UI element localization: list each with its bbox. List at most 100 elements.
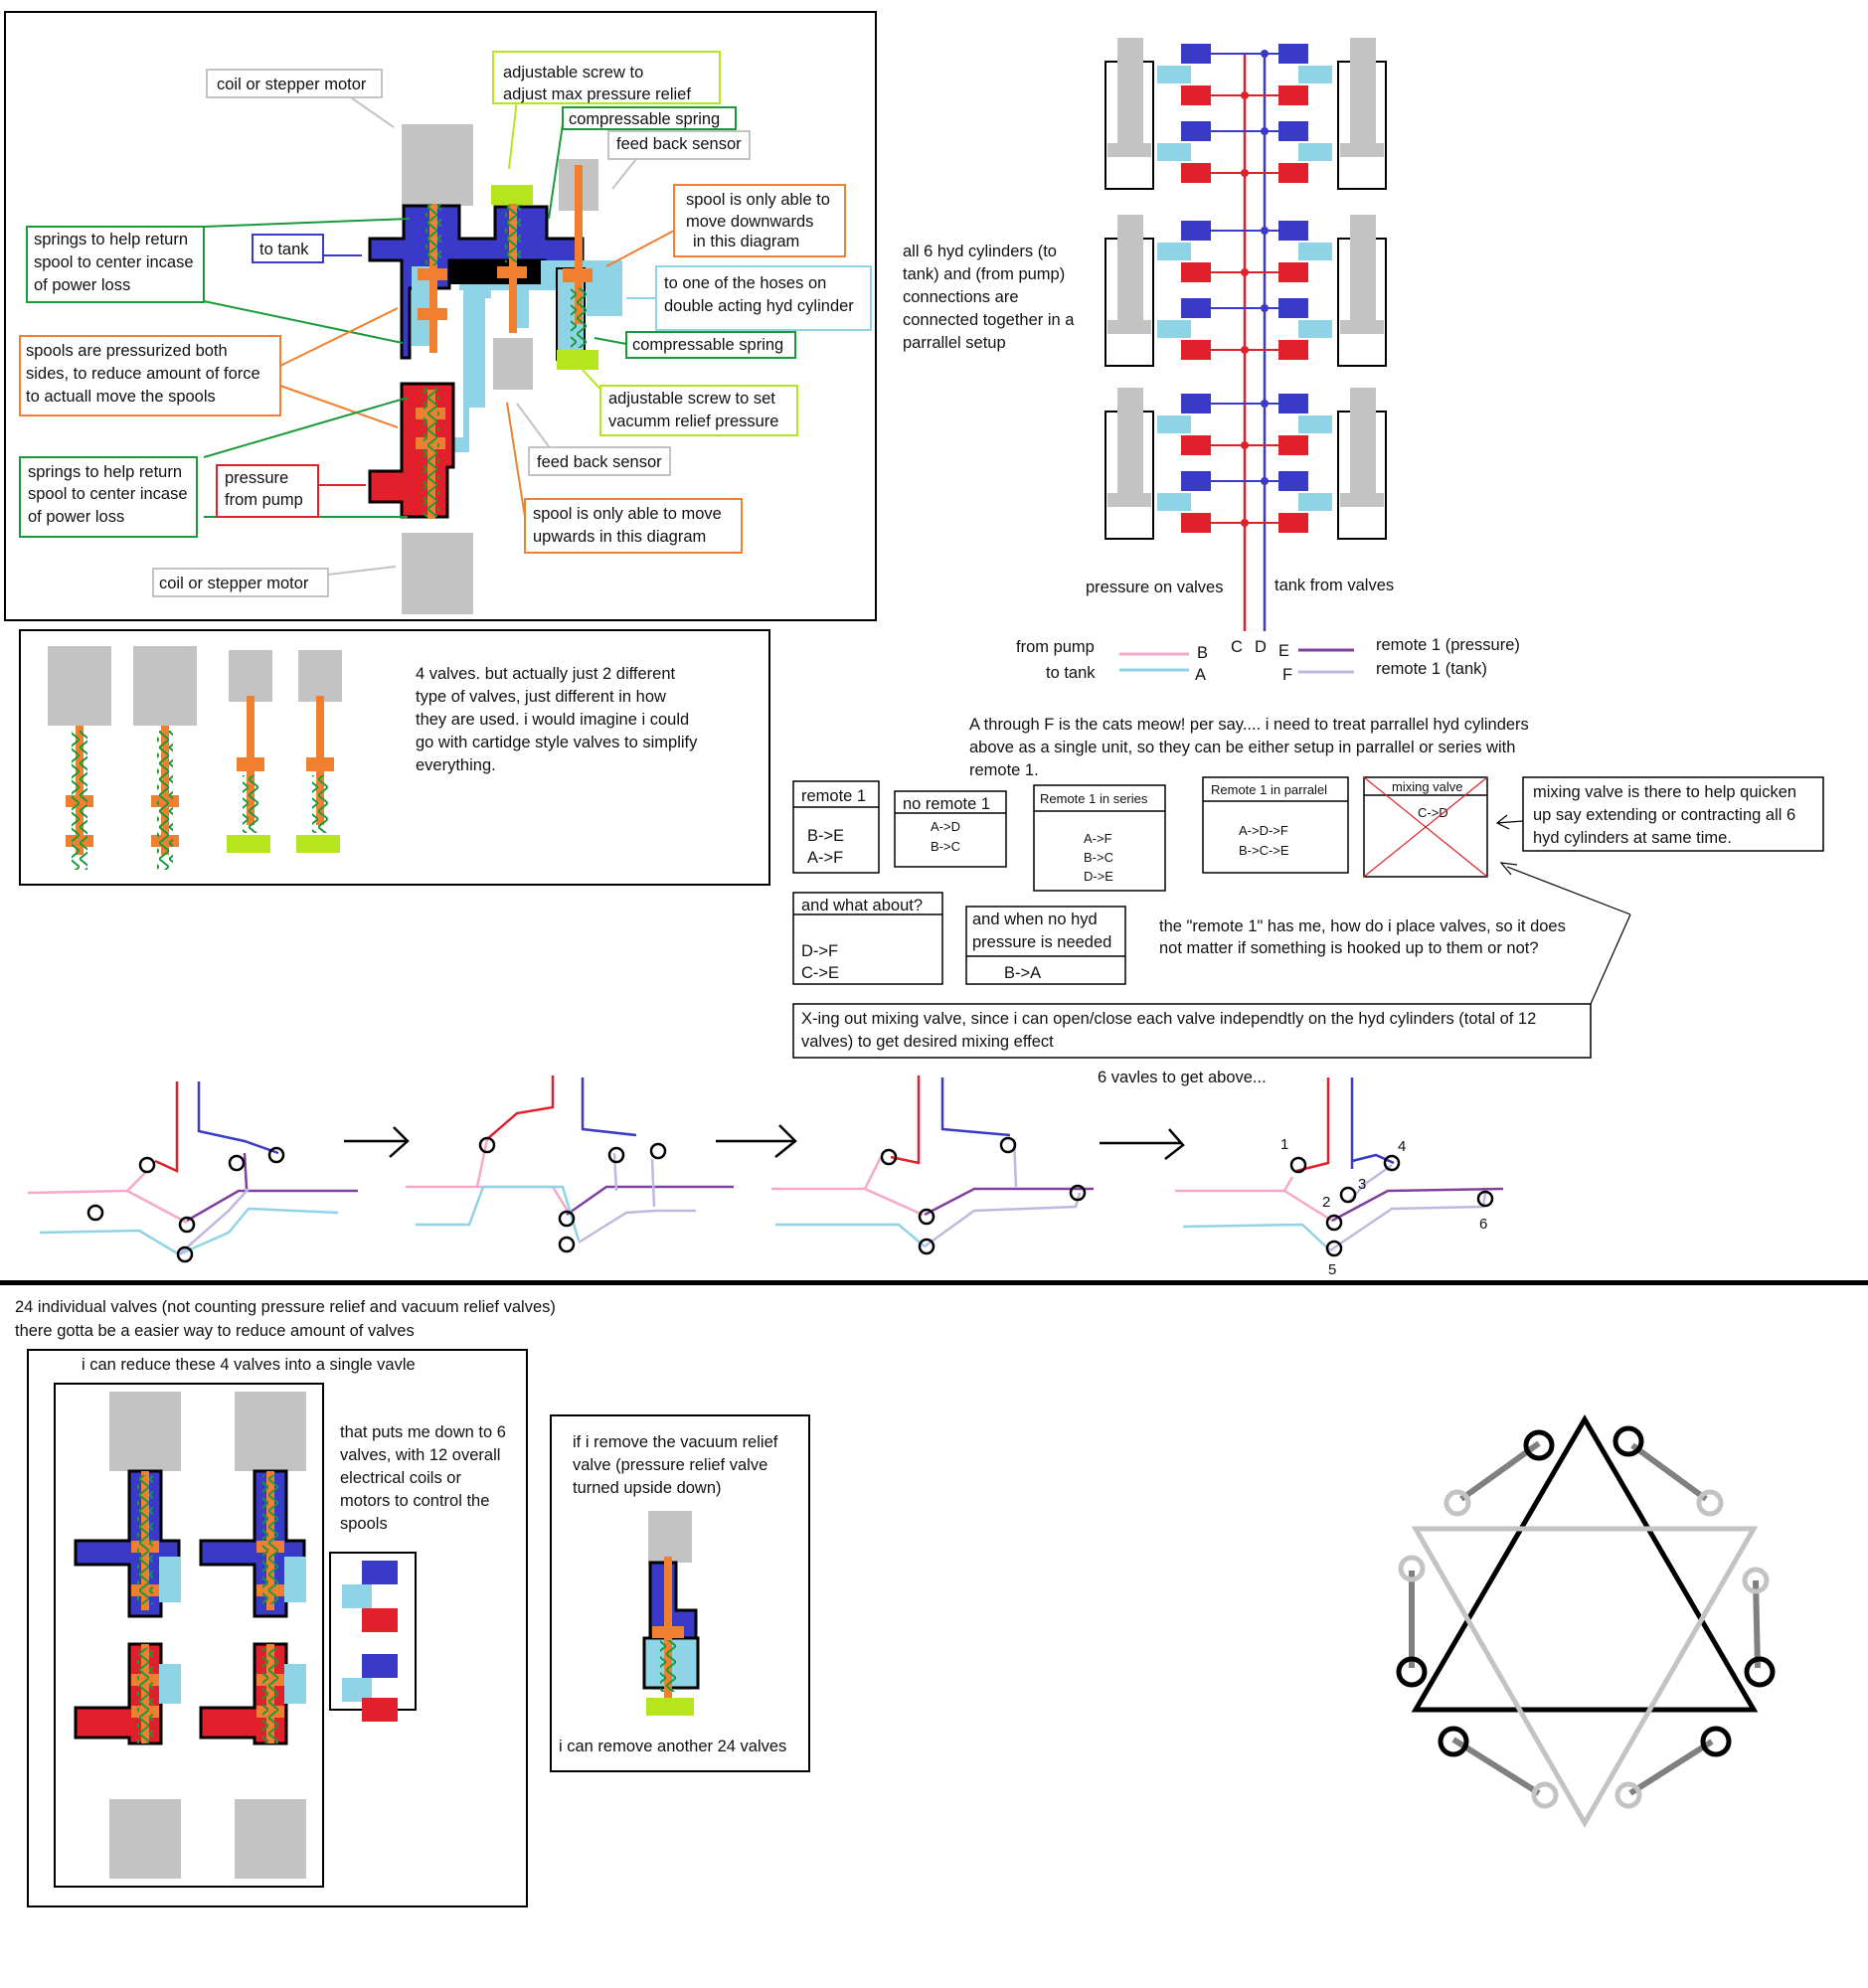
svg-text:pressure is needed: pressure is needed — [972, 933, 1111, 951]
box-remote-series: Remote 1 in series A->F B->C D->E — [1033, 784, 1166, 892]
svg-text:motors to control the: motors to control the — [340, 1492, 489, 1510]
svg-text:adjustable screw to set: adjustable screw to set — [608, 390, 775, 408]
svg-text:C->E: C->E — [801, 964, 839, 982]
svg-text:go with cartidge style valves: go with cartidge style valves to simplif… — [416, 734, 698, 751]
svg-text:valve (pressure relief valve: valve (pressure relief valve — [573, 1456, 767, 1474]
svg-text:from pump: from pump — [225, 491, 303, 509]
svg-text:that puts me down to 6: that puts me down to 6 — [340, 1423, 506, 1441]
note-24-valves: 24 individual valves (not counting press… — [15, 1298, 556, 1340]
svg-text:Remote 1 in parralel: Remote 1 in parralel — [1211, 782, 1327, 797]
svg-text:springs to help return: springs to help return — [28, 463, 182, 481]
hexagram-diagram — [1396, 1414, 1776, 1829]
svg-text:there gotta be a easier way to: there gotta be a easier way to reduce am… — [15, 1322, 415, 1340]
valve-pair — [1157, 121, 1332, 183]
svg-text:feed back sensor: feed back sensor — [537, 453, 662, 471]
valve-pair — [1157, 298, 1332, 360]
svg-text:up say extending or contractin: up say extending or contracting all 6 — [1533, 806, 1795, 824]
svg-text:remote 1.: remote 1. — [969, 761, 1039, 779]
box-no-pressure: and when no hyd pressure is needed B->A — [965, 906, 1126, 985]
svg-text:2: 2 — [1322, 1194, 1330, 1211]
callout-coil-top: coil or stepper motor — [206, 69, 383, 98]
svg-text:double acting hyd cylinder: double acting hyd cylinder — [664, 297, 854, 315]
svg-text:pressure: pressure — [225, 469, 288, 487]
callout-spools-pressurized: spools are pressurized both sides, to re… — [19, 335, 281, 416]
svg-text:from pump: from pump — [1016, 638, 1095, 656]
svg-text:A through F is the cats meow!: A through F is the cats meow! per say...… — [969, 716, 1529, 734]
cylinders-parallel-diagram: pressure on valves tank from valves — [1086, 38, 1394, 631]
callout-springs-return-bottom: springs to help return spool to center i… — [19, 456, 198, 538]
callout-compressable-spring-bottom: compressable spring — [625, 331, 796, 359]
arrow-3 — [1100, 1128, 1185, 1160]
svg-text:spools: spools — [340, 1515, 388, 1533]
svg-text:3: 3 — [1358, 1176, 1366, 1193]
svg-text:they are used. i would imagine: they are used. i would imagine i could — [416, 711, 689, 729]
svg-text:adjustable screw to: adjustable screw to — [503, 64, 643, 82]
svg-text:B->E: B->E — [807, 827, 844, 845]
arrow-2 — [716, 1124, 797, 1158]
box-mixing-valve: mixing valve C->D — [1363, 776, 1488, 878]
flow-step-2 — [406, 1076, 734, 1253]
svg-text:A->F: A->F — [807, 849, 843, 867]
svg-text:coil or stepper motor: coil or stepper motor — [217, 76, 367, 93]
callout-adjustable-screw-max: adjustable screw to adjust max pressure … — [492, 51, 721, 104]
svg-text:connected together in a: connected together in a — [903, 311, 1075, 329]
svg-text:A->D->F: A->D->F — [1239, 823, 1288, 838]
callout-spool-up: spool is only able to move upwards in th… — [524, 498, 743, 554]
svg-text:E: E — [1278, 642, 1289, 660]
remote-question: the "remote 1" has me, how do i place va… — [1159, 862, 1631, 1005]
svg-text:of power loss: of power loss — [28, 508, 124, 526]
svg-text:not matter if something is ho: not matter if something is hooked up to … — [1159, 939, 1539, 957]
svg-text:to actuall move the spools: to actuall move the spools — [26, 388, 216, 406]
svg-text:tank from valves: tank from valves — [1274, 577, 1394, 594]
valve-pair — [1157, 471, 1332, 533]
cats-meow-note: A through F is the cats meow! per say...… — [969, 716, 1529, 779]
svg-text:1: 1 — [1280, 1136, 1288, 1153]
svg-text:everything.: everything. — [416, 756, 496, 774]
svg-text:B->C: B->C — [931, 839, 960, 854]
svg-text:C: C — [1231, 638, 1243, 656]
valve-numbers: 1 2 3 4 5 6 — [1280, 1136, 1487, 1278]
svg-text:A: A — [1195, 666, 1206, 684]
box-what-about: and what about? D->F C->E — [792, 892, 943, 985]
mini-valve — [74, 1392, 181, 1618]
callout-to-tank: to tank — [252, 234, 324, 263]
flow-step-1 — [27, 1081, 358, 1263]
svg-text:remote 1 (pressure): remote 1 (pressure) — [1376, 636, 1520, 654]
svg-text:F: F — [1282, 666, 1292, 684]
hyd-cylinder — [1337, 215, 1387, 367]
hyd-cylinder — [1104, 215, 1154, 367]
svg-text:vacumm relief pressure: vacumm relief pressure — [608, 413, 778, 430]
callout-adjustable-screw-vacuum: adjustable screw to set vacumm relief pr… — [599, 385, 798, 436]
callout-springs-return-top: springs to help return spool to center i… — [26, 226, 205, 303]
x-ing-note: X-ing out mixing valve, since i can open… — [792, 1003, 1592, 1059]
svg-text:coil or stepper motor: coil or stepper motor — [159, 575, 309, 592]
svg-text:to one of the hoses on: to one of the hoses on — [664, 274, 826, 292]
svg-text:remote 1: remote 1 — [801, 787, 866, 805]
callout-feedback-top: feed back sensor — [607, 130, 751, 160]
box-remote-parallel: Remote 1 in parralel A->D->F B->C->E — [1202, 776, 1349, 874]
svg-text:to tank: to tank — [1046, 664, 1096, 682]
svg-text:B->C: B->C — [1084, 850, 1113, 865]
svg-text:of power loss: of power loss — [34, 276, 130, 294]
callout-spool-down: spool is only able to move downwards in … — [673, 184, 846, 257]
svg-text:4 valves. but actually just 2: 4 valves. but actually just 2 different — [416, 665, 676, 683]
svg-text:Remote 1 in series: Remote 1 in series — [1040, 791, 1148, 806]
svg-text:spools are pressurized both: spools are pressurized both — [26, 342, 228, 360]
svg-text:turned upside down): turned upside down) — [573, 1479, 722, 1497]
svg-text:B->A: B->A — [1004, 964, 1041, 982]
four-valves-panel: 4 valves. but actually just 2 different … — [19, 629, 770, 886]
box-remote-1: remote 1 B->E A->F — [792, 780, 880, 874]
svg-text:mixing valve is there to help: mixing valve is there to help quicken — [1533, 783, 1796, 801]
valve-pair — [1157, 394, 1332, 455]
svg-text:valves, with 12 overall: valves, with 12 overall — [340, 1446, 500, 1464]
section-divider — [0, 1280, 1868, 1285]
reduce-valves-panel: i can reduce these 4 valves into a singl… — [27, 1349, 528, 1907]
svg-text:the "remote 1" has me, how do: the "remote 1" has me, how do i place va… — [1159, 917, 1566, 935]
flow-step-4 — [1175, 1077, 1504, 1257]
svg-text:all 6 hyd cylinders (to: all 6 hyd cylinders (to — [903, 243, 1057, 260]
svg-text:connections are: connections are — [903, 288, 1019, 306]
svg-text:tank) and (from pump): tank) and (from pump) — [903, 265, 1065, 283]
svg-text:move downwards: move downwards — [686, 213, 813, 231]
svg-text:A->D: A->D — [931, 819, 960, 834]
